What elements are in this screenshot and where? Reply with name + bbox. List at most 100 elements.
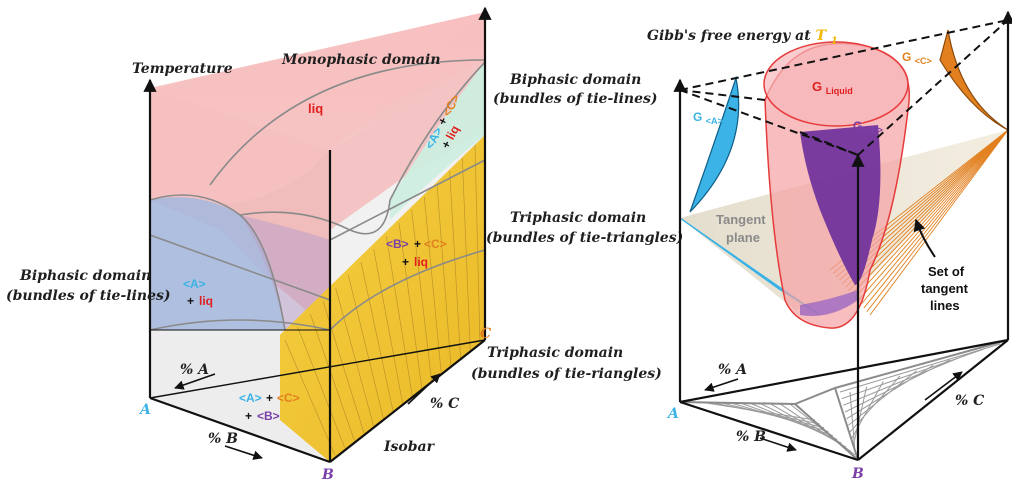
- phase-B-label: <B>: [386, 237, 409, 251]
- triphasic-upper-line2: (bundles of tie-triangles): [486, 230, 683, 246]
- G-B-label: G <B>: [853, 119, 883, 135]
- pct-C-label-right: % C: [955, 393, 984, 409]
- G-A-surface: [689, 75, 740, 213]
- tie-line: [436, 183, 452, 368]
- G-B-bottom: [800, 290, 858, 316]
- gibbs-title: Gibb's free energy at T 1: [647, 28, 838, 47]
- tie-line: [423, 196, 442, 375]
- phase-C-label: <C>: [277, 391, 300, 405]
- liq-label: liq: [414, 255, 428, 269]
- biphasic-left-line2: (bundles of tie-lines): [6, 288, 171, 304]
- tie-line: [385, 235, 413, 397]
- G-symbol: G: [693, 110, 702, 124]
- tangent-lines-line1: Set of: [928, 264, 965, 279]
- tie-line: [310, 313, 355, 441]
- gibbs-title-T: T: [816, 28, 828, 44]
- liq-label-top: liq: [308, 101, 323, 116]
- phase-B-label: <B>: [257, 409, 280, 423]
- G-C-surface: [939, 29, 1009, 131]
- tangent-line-C: [866, 129, 1009, 312]
- base-tie-line: [739, 402, 833, 437]
- vertex-C: C: [480, 326, 491, 342]
- plus-sign: +: [266, 391, 273, 405]
- phase-A-label: <A>: [239, 391, 262, 405]
- pct-B-label-right: % B: [736, 429, 766, 445]
- base-triangle-B-path: [834, 387, 859, 461]
- tangent-line-C: [869, 129, 1009, 316]
- biphasic-B-region: [240, 215, 330, 330]
- plus-sign: +: [245, 409, 252, 423]
- G-liquid-top: [763, 41, 909, 127]
- tangent-plane-line2: plane: [726, 230, 760, 245]
- vertex-A: A: [138, 402, 151, 418]
- biphasic-top-line1: Biphasic domain: [509, 72, 641, 88]
- liquidus-curve-top: [209, 59, 486, 186]
- edge-BC: [329, 339, 486, 463]
- liquidus-curve-C: [389, 61, 486, 201]
- liq-label: liq: [199, 294, 213, 308]
- tangent-line-C: [848, 129, 1009, 292]
- gibbs-title-T-sub: 1: [831, 36, 838, 47]
- right-gibbs-diagram: Gibb's free energy at T 1 G Liquid G <B>…: [647, 10, 1012, 481]
- tie-line: [449, 170, 462, 360]
- pct-A-label-right: % A: [718, 362, 747, 378]
- vertex-A-right: A: [666, 406, 679, 422]
- plus-sign: +: [187, 294, 194, 308]
- tie-line-1: [149, 234, 331, 301]
- arrow-pct-B-right: [759, 437, 797, 452]
- biphasic-top-line2: (bundles of tie-lines): [493, 91, 658, 107]
- G-C-sub: <C>: [915, 56, 932, 66]
- tie-line: [297, 326, 345, 448]
- arrow-pct-C-right: [924, 371, 963, 401]
- phase-A-label: <A>: [183, 277, 206, 291]
- tangent-line-C: [860, 129, 1009, 305]
- edge-BC-right: [857, 339, 1009, 461]
- G-C-label: G <C>: [902, 50, 932, 66]
- triphasic-lower-line1: Triphasic domain: [487, 345, 623, 361]
- arrow-pct-C: [407, 373, 441, 405]
- G-symbol: G: [902, 50, 911, 64]
- tangent-lines-arrow: [913, 218, 936, 258]
- tie-line: [284, 339, 336, 456]
- tie-line: [360, 261, 394, 412]
- tie-lines: [284, 144, 481, 456]
- plus-sign: +: [402, 255, 409, 269]
- tie-line: [335, 287, 375, 426]
- tangent-line-C: [851, 129, 1009, 295]
- vertex-B: B: [321, 467, 334, 481]
- tie-line: [373, 248, 404, 404]
- tangent-lines-line3: lines: [930, 298, 960, 313]
- liquidus-right: [330, 60, 485, 230]
- G-liquid-sub: Liquid: [826, 86, 853, 96]
- G-A-label: G <A>: [693, 110, 723, 126]
- edge-AB: [149, 396, 331, 464]
- edge-AC-right: [679, 338, 1009, 404]
- arrow-pct-A-right: [704, 378, 739, 392]
- G-liquid-label: G Liquid: [812, 79, 853, 96]
- tangent-line-C: [854, 129, 1009, 298]
- tie-line-2: [329, 159, 486, 241]
- temperature-label: Temperature: [132, 61, 233, 77]
- tie-line: [347, 274, 384, 419]
- vertex-B-right: B: [851, 466, 864, 481]
- liq-label: liq: [443, 123, 462, 142]
- G-B-sub: <B>: [866, 125, 883, 135]
- pct-C-label: % C: [430, 396, 459, 412]
- tie-line: [411, 209, 433, 382]
- left-prism-diagram: Temperature Monophasic domain Biphasic d…: [6, 6, 683, 481]
- pct-B-label: % B: [208, 431, 238, 447]
- dashed-envelope: [679, 19, 1009, 156]
- arrow-pct-B: [224, 445, 263, 460]
- plus-sign: +: [414, 237, 421, 251]
- base-tie-structure: [699, 343, 1001, 456]
- G-symbol: G: [853, 119, 862, 133]
- isobar-label: Isobar: [383, 439, 436, 455]
- triphasic-upper-line1: Triphasic domain: [510, 210, 646, 226]
- biphasic-C-region: [390, 62, 485, 220]
- base-tie-line: [839, 343, 1001, 393]
- edge-AB-right: [679, 400, 859, 462]
- pct-A-label: % A: [180, 362, 209, 378]
- tie-line: [474, 144, 481, 346]
- tangent-plane-line1: Tangent: [716, 212, 766, 227]
